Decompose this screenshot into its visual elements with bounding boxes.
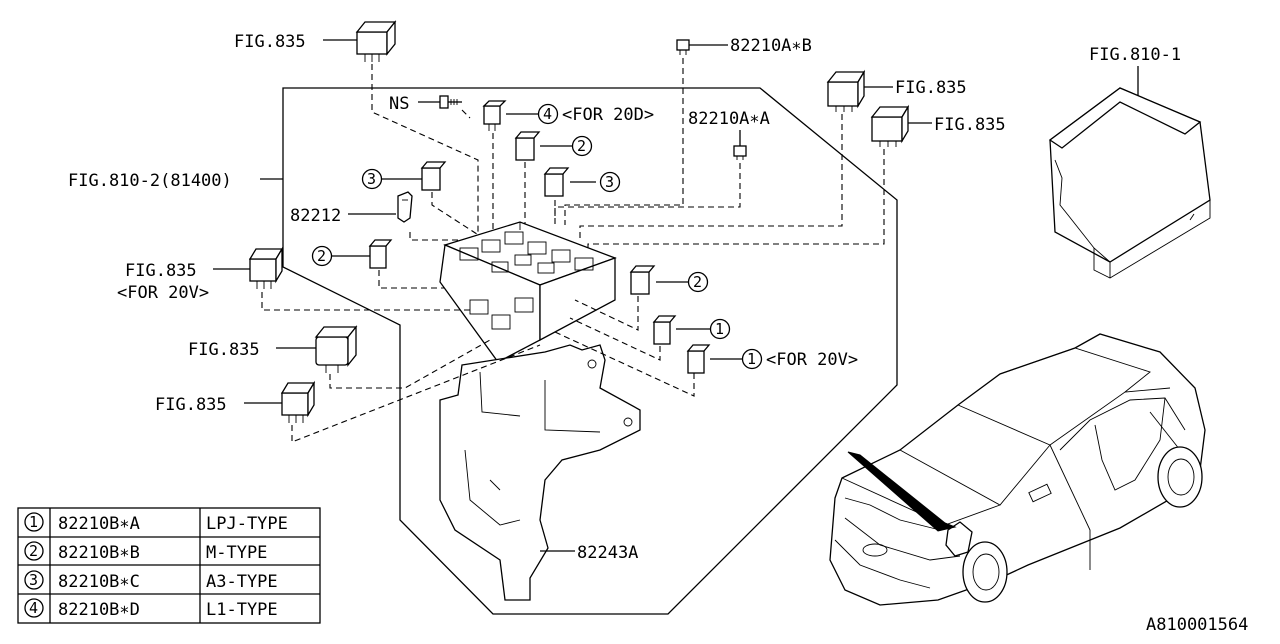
relay-icon — [870, 104, 910, 147]
mark-circle-2-left — [311, 245, 333, 267]
legend-type: LPJ-TYPE — [206, 514, 288, 534]
callout-fig835-left-2[interactable]: FIG.835 — [188, 340, 260, 360]
legend-part-number: 82210B∗A — [58, 514, 140, 534]
legend-type: A3-TYPE — [206, 572, 278, 592]
legend-type: L1-TYPE — [206, 600, 278, 620]
callout-ns[interactable]: NS — [389, 94, 409, 114]
fuse-puller-icon — [397, 191, 413, 223]
legend-row: 1 82210B∗A LPJ-TYPE — [24, 512, 288, 534]
fuse-icon — [420, 161, 447, 191]
legend-table: 1 82210B∗A LPJ-TYPE 2 82210B∗B M-TYPE 3 … — [17, 507, 321, 624]
relay-icon — [314, 325, 358, 373]
mark-circle-2-right — [687, 271, 709, 293]
callout-fig835-top[interactable]: FIG.835 — [234, 32, 306, 52]
mark-circle-3-right — [599, 171, 621, 193]
legend-mark: 4 — [29, 599, 38, 617]
assembly-boundary — [282, 87, 898, 615]
fuse-icon — [733, 145, 747, 160]
fuse-box-cover — [1048, 87, 1211, 279]
fuse-icon — [368, 239, 393, 269]
mark-label-3-left: 3 — [367, 170, 376, 188]
fuse-icon — [686, 344, 711, 374]
legend-part-number: 82210B∗D — [58, 600, 140, 620]
legend-row: 4 82210B∗D L1-TYPE — [24, 598, 278, 620]
diagram-id: A810001564 — [1146, 615, 1248, 635]
fuse-icon — [652, 315, 677, 345]
fuse-icon — [514, 131, 541, 161]
bracket-82243a — [439, 344, 641, 601]
bolt-icon — [439, 95, 462, 109]
callout-for-20v-right[interactable]: <FOR 20V> — [766, 350, 858, 370]
mark-label-4: 4 — [543, 105, 552, 123]
callout-fig810-1[interactable]: FIG.810-1 — [1089, 45, 1181, 65]
fuse-icon — [629, 265, 656, 295]
mark-circle-4 — [537, 103, 559, 125]
callout-82212[interactable]: 82212 — [290, 206, 341, 226]
relay-icon — [280, 380, 316, 423]
relay-icon — [826, 69, 866, 112]
legend-row: 3 82210B∗C A3-TYPE — [24, 570, 278, 592]
callout-fig835-right-2[interactable]: FIG.835 — [934, 115, 1006, 135]
callout-82210a-b[interactable]: 82210A∗B — [730, 36, 812, 56]
mark-label-3-right: 3 — [605, 173, 614, 191]
callout-fig810-2[interactable]: FIG.810-2(81400) — [68, 171, 232, 191]
mark-circle-2-top — [571, 135, 593, 157]
mark-circle-1-a — [709, 318, 731, 340]
legend-row: 2 82210B∗B M-TYPE — [24, 541, 267, 563]
callout-82210a-a[interactable]: 82210A∗A — [688, 109, 770, 129]
fuse-icon — [482, 100, 507, 131]
callout-for-20v-left[interactable]: <FOR 20V> — [117, 283, 209, 303]
mark-label-2-left: 2 — [317, 247, 326, 265]
fuse-box — [439, 221, 617, 363]
callout-fig835-left-1[interactable]: FIG.835 — [125, 261, 197, 281]
legend-mark: 3 — [29, 571, 38, 589]
legend-part-number: 82210B∗B — [58, 543, 140, 563]
legend-mark: 2 — [29, 542, 38, 560]
callout-fig835-right-1[interactable]: FIG.835 — [895, 78, 967, 98]
mark-label-2-right: 2 — [693, 273, 702, 291]
fuse-icon — [543, 167, 570, 197]
relay-icon — [248, 246, 284, 289]
vehicle-illustration — [829, 333, 1206, 606]
mark-label-1-b: 1 — [747, 350, 756, 368]
relay-icon — [355, 20, 397, 62]
legend-part-number: 82210B∗C — [58, 572, 140, 592]
legend-type: M-TYPE — [206, 543, 267, 563]
legend-mark: 1 — [29, 513, 38, 531]
mark-circle-1-b — [741, 348, 763, 370]
fuse-icon — [676, 39, 690, 55]
callout-fig835-left-3[interactable]: FIG.835 — [155, 395, 227, 415]
callout-82243a[interactable]: 82243A — [577, 543, 638, 563]
callout-for-20d[interactable]: <FOR 20D> — [562, 105, 654, 125]
mark-label-1-a: 1 — [715, 320, 724, 338]
mark-label-2-top: 2 — [577, 137, 586, 155]
mark-circle-3-left — [361, 168, 383, 190]
